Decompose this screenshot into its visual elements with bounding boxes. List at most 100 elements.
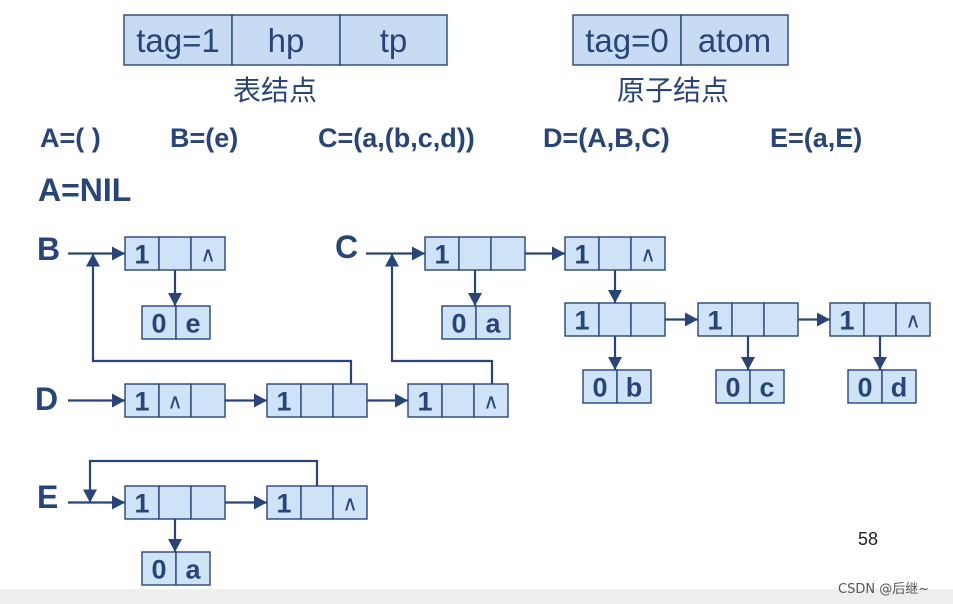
node-cell [158,485,192,520]
arrowhead [112,495,125,510]
node-cell [175,551,211,586]
nil-marker: ∧ [342,492,357,516]
arrowhead [817,312,830,327]
node-cell [332,485,368,520]
node-cell [424,236,460,271]
node-cell [564,236,600,271]
table-node-legend-cell [339,14,448,66]
node-cell-label: 0 [857,373,872,403]
arrowhead [552,246,565,261]
node-cell-label: d [891,373,908,403]
a-nil-label: A=NIL [38,172,131,208]
node-cell-label: 1 [839,306,854,336]
table-node: 1 [124,485,226,520]
arrowhead [254,495,267,510]
arrowhead [395,393,408,408]
nil-marker: ∧ [905,309,920,333]
node-cell-label: 1 [574,306,589,336]
pointer-line [390,253,494,401]
arrowhead [112,246,125,261]
table-node: 1∧ [829,302,931,337]
table-node: 1 [564,302,666,337]
node-cell [458,236,492,271]
table-node: 1∧ [266,485,368,520]
list-label-c: C [335,229,358,265]
table-node-legend-cell-label: tp [380,22,408,59]
list-definition: C=(a,(b,c,d)) [318,123,475,153]
table-node: 1 [697,302,799,337]
node-cell [475,305,511,340]
table-node-legend-cell-label: tag=1 [136,22,220,59]
node-cell [473,383,509,418]
nil-marker: ∧ [640,243,655,267]
arrowhead [741,357,755,370]
node-cell [124,485,160,520]
node-cell [141,305,177,340]
node-cell [124,383,160,418]
nil-marker: ∧ [483,390,498,414]
node-cell [630,302,666,337]
table-node: 1 [266,383,368,418]
atom-node-legend-cell [680,14,789,66]
node-cell [300,383,334,418]
node-cell-label: b [626,373,643,403]
footer-bar [0,589,953,604]
node-cell [490,236,526,271]
node-cell [190,383,226,418]
node-cell [630,236,666,271]
arrowhead [254,393,267,408]
node-cell-label: 0 [151,309,166,339]
node-cell-label: e [185,309,200,339]
arrowhead [168,539,182,552]
node-cell [731,302,765,337]
node-cell-label: 1 [434,240,449,270]
list-label-e: E [37,479,58,515]
list-definition: B=(e) [170,123,238,153]
node-cell-label: 1 [134,489,149,519]
node-cell-label: 1 [707,306,722,336]
node-cell [847,369,883,404]
table-node-legend-cell [231,14,341,66]
node-cell-label: 0 [451,309,466,339]
table-node-legend-cell [123,14,233,66]
list-label-d: D [35,381,58,417]
node-cell-label: 0 [151,555,166,585]
arrowhead [112,393,125,408]
node-cell-label: a [485,309,501,339]
table-node: 1∧ [124,236,226,271]
node-cell [175,305,211,340]
node-cell-label: 1 [417,387,432,417]
node-cell [441,305,477,340]
table-node-caption: 表结点 [233,74,317,107]
node-cell [763,302,799,337]
node-cell [332,383,368,418]
node-cell [697,302,733,337]
node-cell-label: a [185,555,201,585]
node-cell [158,236,192,271]
arrowhead [873,357,887,370]
list-label-b: B [37,231,60,267]
watermark: CSDN @后继~ [838,582,930,597]
node-cell-label: 1 [134,387,149,417]
node-cell [715,369,751,404]
arrowhead [412,246,425,261]
node-cell-label: 1 [276,489,291,519]
node-cell-label: 1 [134,240,149,270]
node-cell [141,551,177,586]
table-node: 1∧ [407,383,509,418]
arrowhead [83,489,97,503]
node-cell [863,302,897,337]
table-node: 1∧ [564,236,666,271]
node-cell [616,369,652,404]
arrowhead [468,293,482,306]
table-node: 1∧ [124,383,226,418]
